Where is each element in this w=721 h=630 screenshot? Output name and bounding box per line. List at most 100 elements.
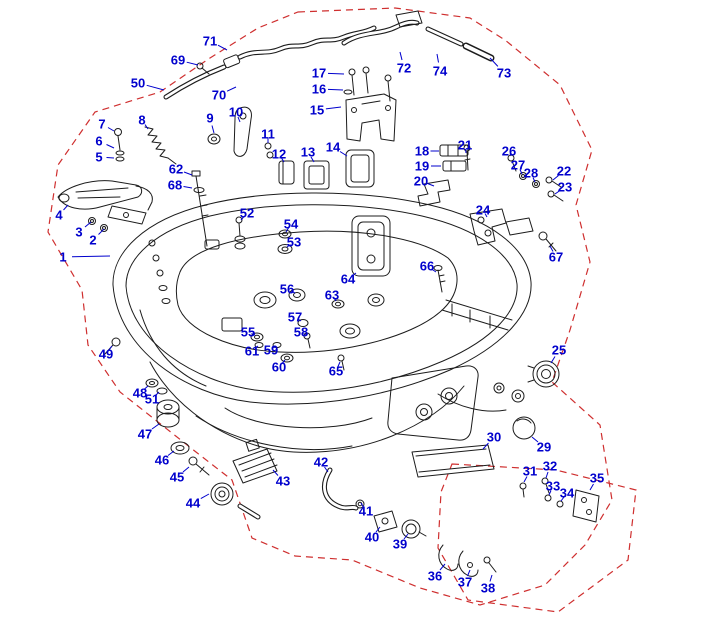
leader-line-12 <box>281 157 285 163</box>
part-label-31: 31 <box>523 464 537 479</box>
part-label-73: 73 <box>497 66 511 81</box>
part-callout-39: 39 <box>393 533 409 552</box>
part-label-34: 34 <box>560 486 575 501</box>
part-callout-14: 14 <box>326 140 348 157</box>
part-callout-2: 2 <box>89 228 105 248</box>
part-label-44: 44 <box>186 496 201 511</box>
leader-line-6 <box>106 144 115 149</box>
part-label-26: 26 <box>502 144 516 159</box>
leader-line-9 <box>211 125 215 134</box>
part-callout-1: 1 <box>59 250 111 265</box>
part-label-16: 16 <box>312 82 326 97</box>
part-callout-27: 27 <box>511 158 525 175</box>
part-label-59: 59 <box>264 343 278 358</box>
part-label-3: 3 <box>75 225 82 240</box>
tiller-handle-group <box>57 180 153 232</box>
leader-line-73 <box>489 57 499 67</box>
part-callout-42: 42 <box>314 455 329 473</box>
leader-line-29 <box>531 436 539 443</box>
leader-line-64 <box>351 272 357 277</box>
part-callout-19: 19 <box>415 159 441 174</box>
part-callout-16: 16 <box>312 82 344 97</box>
part-callout-4: 4 <box>55 204 69 223</box>
part-callout-48: 48 <box>133 386 149 401</box>
leader-line-59 <box>273 345 277 349</box>
part-callout-52: 52 <box>240 206 254 221</box>
part-label-43: 43 <box>276 474 290 489</box>
leader-line-34 <box>560 496 565 502</box>
part-label-71: 71 <box>203 34 217 49</box>
part-label-66: 66 <box>420 259 434 274</box>
part-callout-8: 8 <box>138 113 149 130</box>
leader-line-33 <box>548 490 552 496</box>
part-callout-72: 72 <box>397 51 411 76</box>
part-label-53: 53 <box>287 235 301 250</box>
hose-clamp-69 <box>196 62 210 75</box>
leader-line-63 <box>333 297 337 302</box>
part-label-68: 68 <box>168 178 182 193</box>
part-label-74: 74 <box>433 64 448 79</box>
part-label-21: 21 <box>458 138 472 153</box>
leader-line-8 <box>144 124 149 130</box>
part-label-50: 50 <box>131 76 145 91</box>
leader-line-39 <box>403 533 409 540</box>
part-label-52: 52 <box>240 206 254 221</box>
leader-line-37 <box>467 569 471 577</box>
part-callout-12: 12 <box>272 147 286 163</box>
part-label-61: 61 <box>245 344 259 359</box>
part-label-1: 1 <box>59 250 66 265</box>
part-label-32: 32 <box>543 459 557 474</box>
leader-line-1 <box>71 255 111 258</box>
part-callout-11: 11 <box>261 127 275 143</box>
leader-line-32 <box>545 471 549 479</box>
leader-line-38 <box>489 574 493 582</box>
leader-line-58 <box>303 333 307 336</box>
leader-line-61 <box>254 345 259 349</box>
part-callout-41: 41 <box>359 502 373 519</box>
part-callout-22: 22 <box>552 164 571 181</box>
part-label-28: 28 <box>524 166 538 181</box>
hoses <box>163 10 495 100</box>
leader-line-40 <box>375 526 381 533</box>
part-callout-46: 46 <box>155 450 175 468</box>
part-callout-24: 24 <box>476 203 491 218</box>
part-label-65: 65 <box>329 364 343 379</box>
part-callout-37: 37 <box>458 569 472 590</box>
part-callout-59: 59 <box>264 343 278 358</box>
leader-line-28 <box>532 177 536 183</box>
part-callout-44: 44 <box>186 493 210 511</box>
part-callout-9: 9 <box>206 111 215 134</box>
part-callout-25: 25 <box>550 343 566 364</box>
part-callout-65: 65 <box>329 361 343 379</box>
part-label-5: 5 <box>95 150 102 165</box>
leader-line-49 <box>108 345 113 351</box>
leader-line-62 <box>183 171 193 176</box>
leader-line-25 <box>550 356 556 364</box>
leader-line-68 <box>183 186 193 189</box>
leader-line-66 <box>431 268 437 273</box>
leader-line-55 <box>251 333 256 336</box>
part-label-56: 56 <box>280 282 294 297</box>
leader-line-20 <box>427 183 435 187</box>
leader-line-24 <box>484 213 488 218</box>
leader-line-69 <box>186 61 199 66</box>
part-callout-7: 7 <box>98 117 115 132</box>
part-label-4: 4 <box>55 208 63 223</box>
part-label-69: 69 <box>171 53 185 68</box>
part-callout-60: 60 <box>272 360 286 375</box>
part-callout-21: 21 <box>458 138 472 154</box>
boundary-lines <box>47 7 637 613</box>
fuel-line-44 <box>237 503 261 520</box>
part-label-49: 49 <box>99 347 113 362</box>
clamp-bracket-assembly <box>343 66 397 142</box>
part-callout-56: 56 <box>280 282 296 297</box>
leader-line-47 <box>151 423 160 430</box>
leader-line-41 <box>360 502 364 508</box>
part-callout-64: 64 <box>341 272 357 287</box>
part-callout-70: 70 <box>212 86 237 103</box>
part-label-8: 8 <box>138 113 145 128</box>
part-label-29: 29 <box>537 440 551 455</box>
part-callout-69: 69 <box>171 53 199 68</box>
